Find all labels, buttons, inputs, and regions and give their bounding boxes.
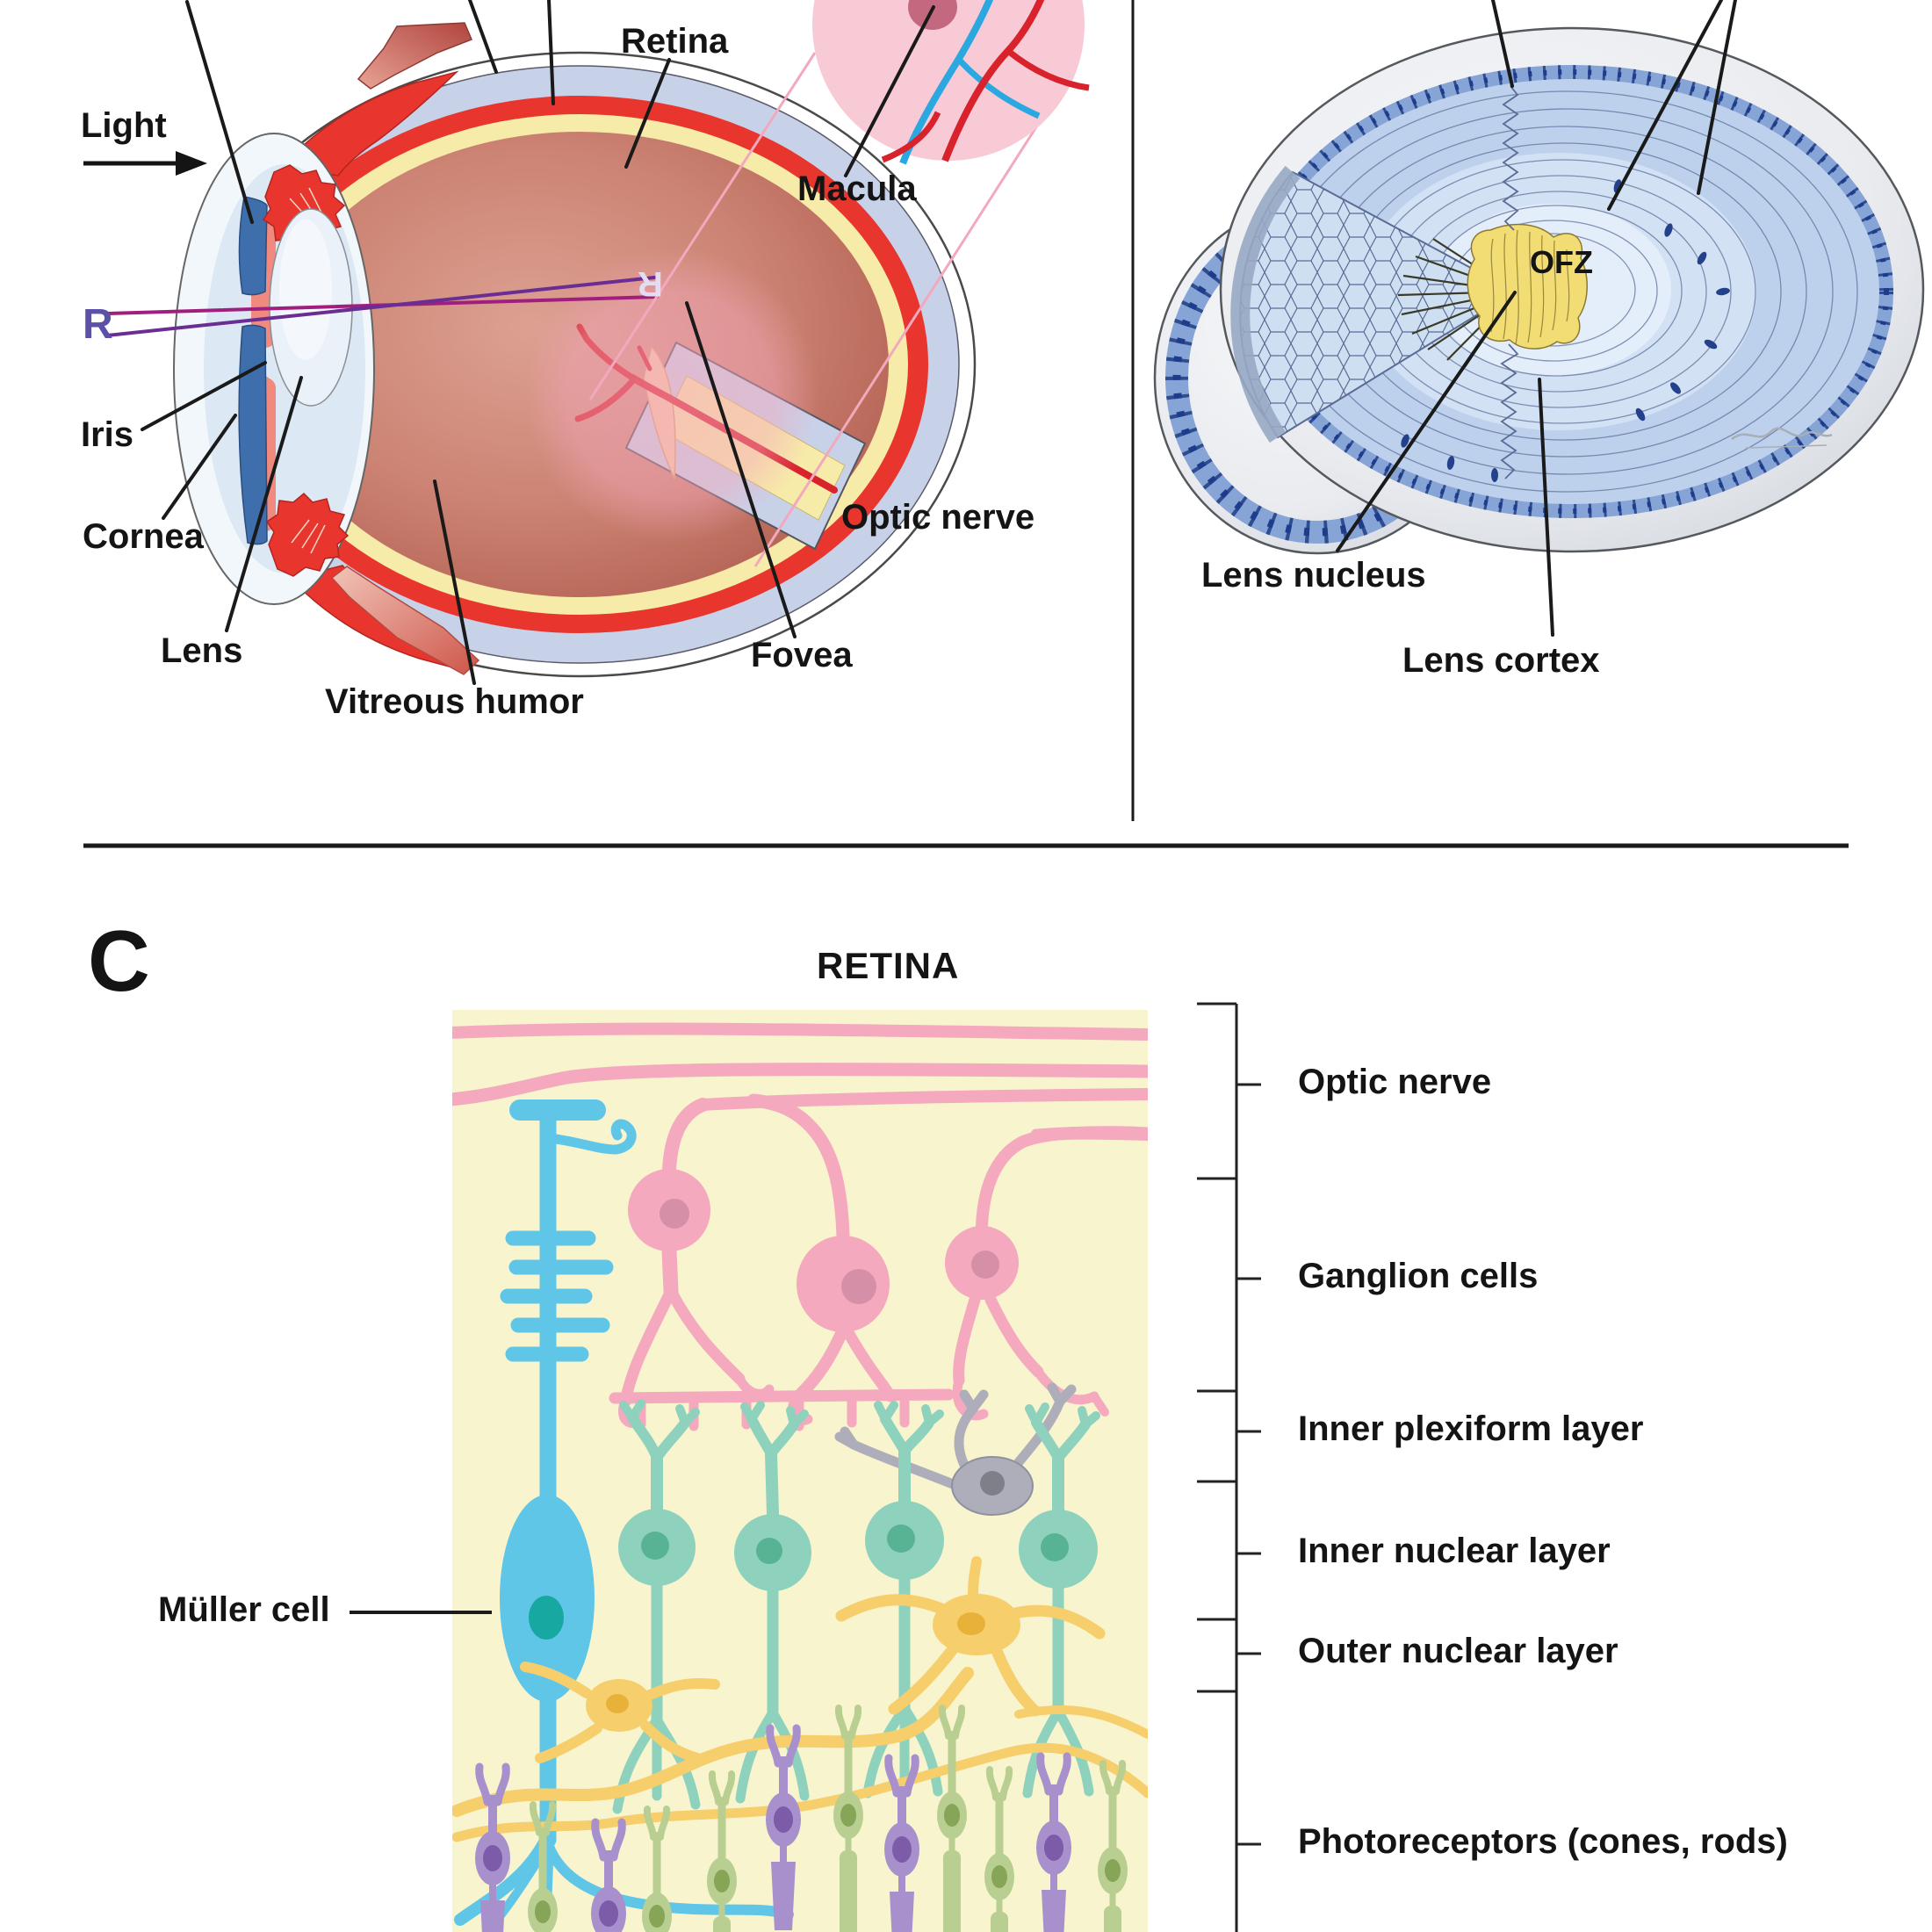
light-arrow [83, 151, 207, 176]
leader-lens-nucleus [1336, 291, 1517, 552]
horizontal-cells [452, 1556, 1148, 1842]
macula-inset [812, 0, 1090, 165]
ganglion-cells [609, 1093, 1148, 1431]
retina-illustration [452, 1010, 1148, 1932]
muller-cell-label: Müller cell [158, 1590, 330, 1629]
retina-label: Retina [621, 22, 729, 61]
retina-title: RETINA [817, 945, 960, 986]
leader-iris [141, 361, 267, 431]
object-letter-r: R [83, 301, 113, 348]
inset-callout-lines [588, 52, 1041, 567]
iris-label: Iris [81, 415, 134, 454]
macula-label: Macula [797, 169, 917, 208]
ganglion-cell-nucleus [971, 1251, 999, 1279]
ciliary-body-bottom [265, 492, 350, 577]
cornea-label: Cornea [83, 517, 204, 556]
leader-cutoff-choroid [547, 0, 555, 105]
bipolar-nucleus [756, 1538, 782, 1564]
ofz-fiber-squiggles [1490, 229, 1570, 345]
light-rays [105, 276, 659, 337]
muscle-superior [357, 22, 472, 90]
layer-bracket [1197, 1002, 1261, 1932]
leader-cutoff-cortex-b [1697, 0, 1737, 195]
horizontal-cell-nucleus [606, 1694, 629, 1713]
layer-label-inner-nuclear: Inner nuclear layer [1298, 1532, 1611, 1570]
horizontal-cell-nucleus [957, 1612, 985, 1635]
leader-cutoff-sclera [468, 0, 498, 74]
lens-highlight [279, 220, 332, 360]
inset-vein-branch [956, 57, 1041, 119]
layer-label-optic-nerve: Optic nerve [1298, 1063, 1492, 1101]
fiber-rings [1277, 90, 1858, 493]
panel-a-leader-lines [141, 0, 935, 685]
muscle-inferior [330, 566, 480, 675]
leader-fovea [685, 301, 797, 638]
leader-cutoff-cortex-a [1607, 0, 1723, 211]
leader-cutoff-epithelium [1491, 0, 1514, 88]
layer-label-inner-plexiform: Inner plexiform layer [1298, 1409, 1644, 1448]
inset-macula-spot [908, 0, 957, 30]
leader-lens-cortex [1538, 378, 1554, 637]
iris-upper [238, 196, 268, 296]
vitreous-humor-label: Vitreous humor [325, 682, 584, 721]
layer-label-outer-nuclear: Outer nuclear layer [1298, 1632, 1618, 1670]
inverted-image-letter-r: R [638, 264, 663, 303]
bipolar-nucleus [641, 1532, 669, 1560]
epithelium-nuclei [1255, 69, 1889, 514]
leader-vitreous [433, 479, 476, 685]
lens-label: Lens [161, 631, 243, 670]
ganglion-cell-nucleus [841, 1269, 876, 1304]
inset-artery [941, 0, 1045, 162]
amacrine-nucleus [980, 1471, 1005, 1496]
panel-c-marker: C [88, 912, 150, 1009]
bipolar-nucleus [1041, 1533, 1069, 1561]
lens-nucleus-label: Lens nucleus [1201, 556, 1426, 595]
light-label: Light [81, 106, 167, 145]
ganglion-cell-nucleus [660, 1199, 689, 1229]
layer-label-ganglion-cells: Ganglion cells [1298, 1257, 1539, 1295]
lens-diagram [1153, 0, 1925, 637]
leader-lens [225, 376, 303, 632]
leader-macula [844, 5, 935, 177]
bipolar-nucleus [887, 1525, 915, 1553]
leader-retina [624, 58, 671, 169]
optic-nerve-label-a: Optic nerve [841, 498, 1035, 537]
leader-cutoff-left [185, 0, 254, 224]
leader-cornea [162, 414, 237, 520]
scattered-fiber-nuclei [1401, 179, 1730, 482]
inset-artery-low [881, 111, 941, 163]
layer-label-photoreceptors: Photoreceptors (cones, rods) [1298, 1822, 1788, 1861]
artist-signature [1731, 427, 1833, 449]
lens-cortex-label: Lens cortex [1402, 641, 1600, 680]
iris-lower [238, 324, 268, 545]
eye-diagram [83, 0, 1090, 685]
panel-b-leader-lines [1336, 0, 1737, 637]
inset-artery-branch [1006, 48, 1090, 91]
cut-face-column [1230, 165, 1301, 443]
suture-zigzag [1500, 85, 1519, 479]
ofz-label: OFZ [1530, 244, 1593, 280]
muller-nucleus [529, 1596, 564, 1640]
macula-halo [524, 248, 819, 543]
fovea-label: Fovea [751, 636, 853, 674]
